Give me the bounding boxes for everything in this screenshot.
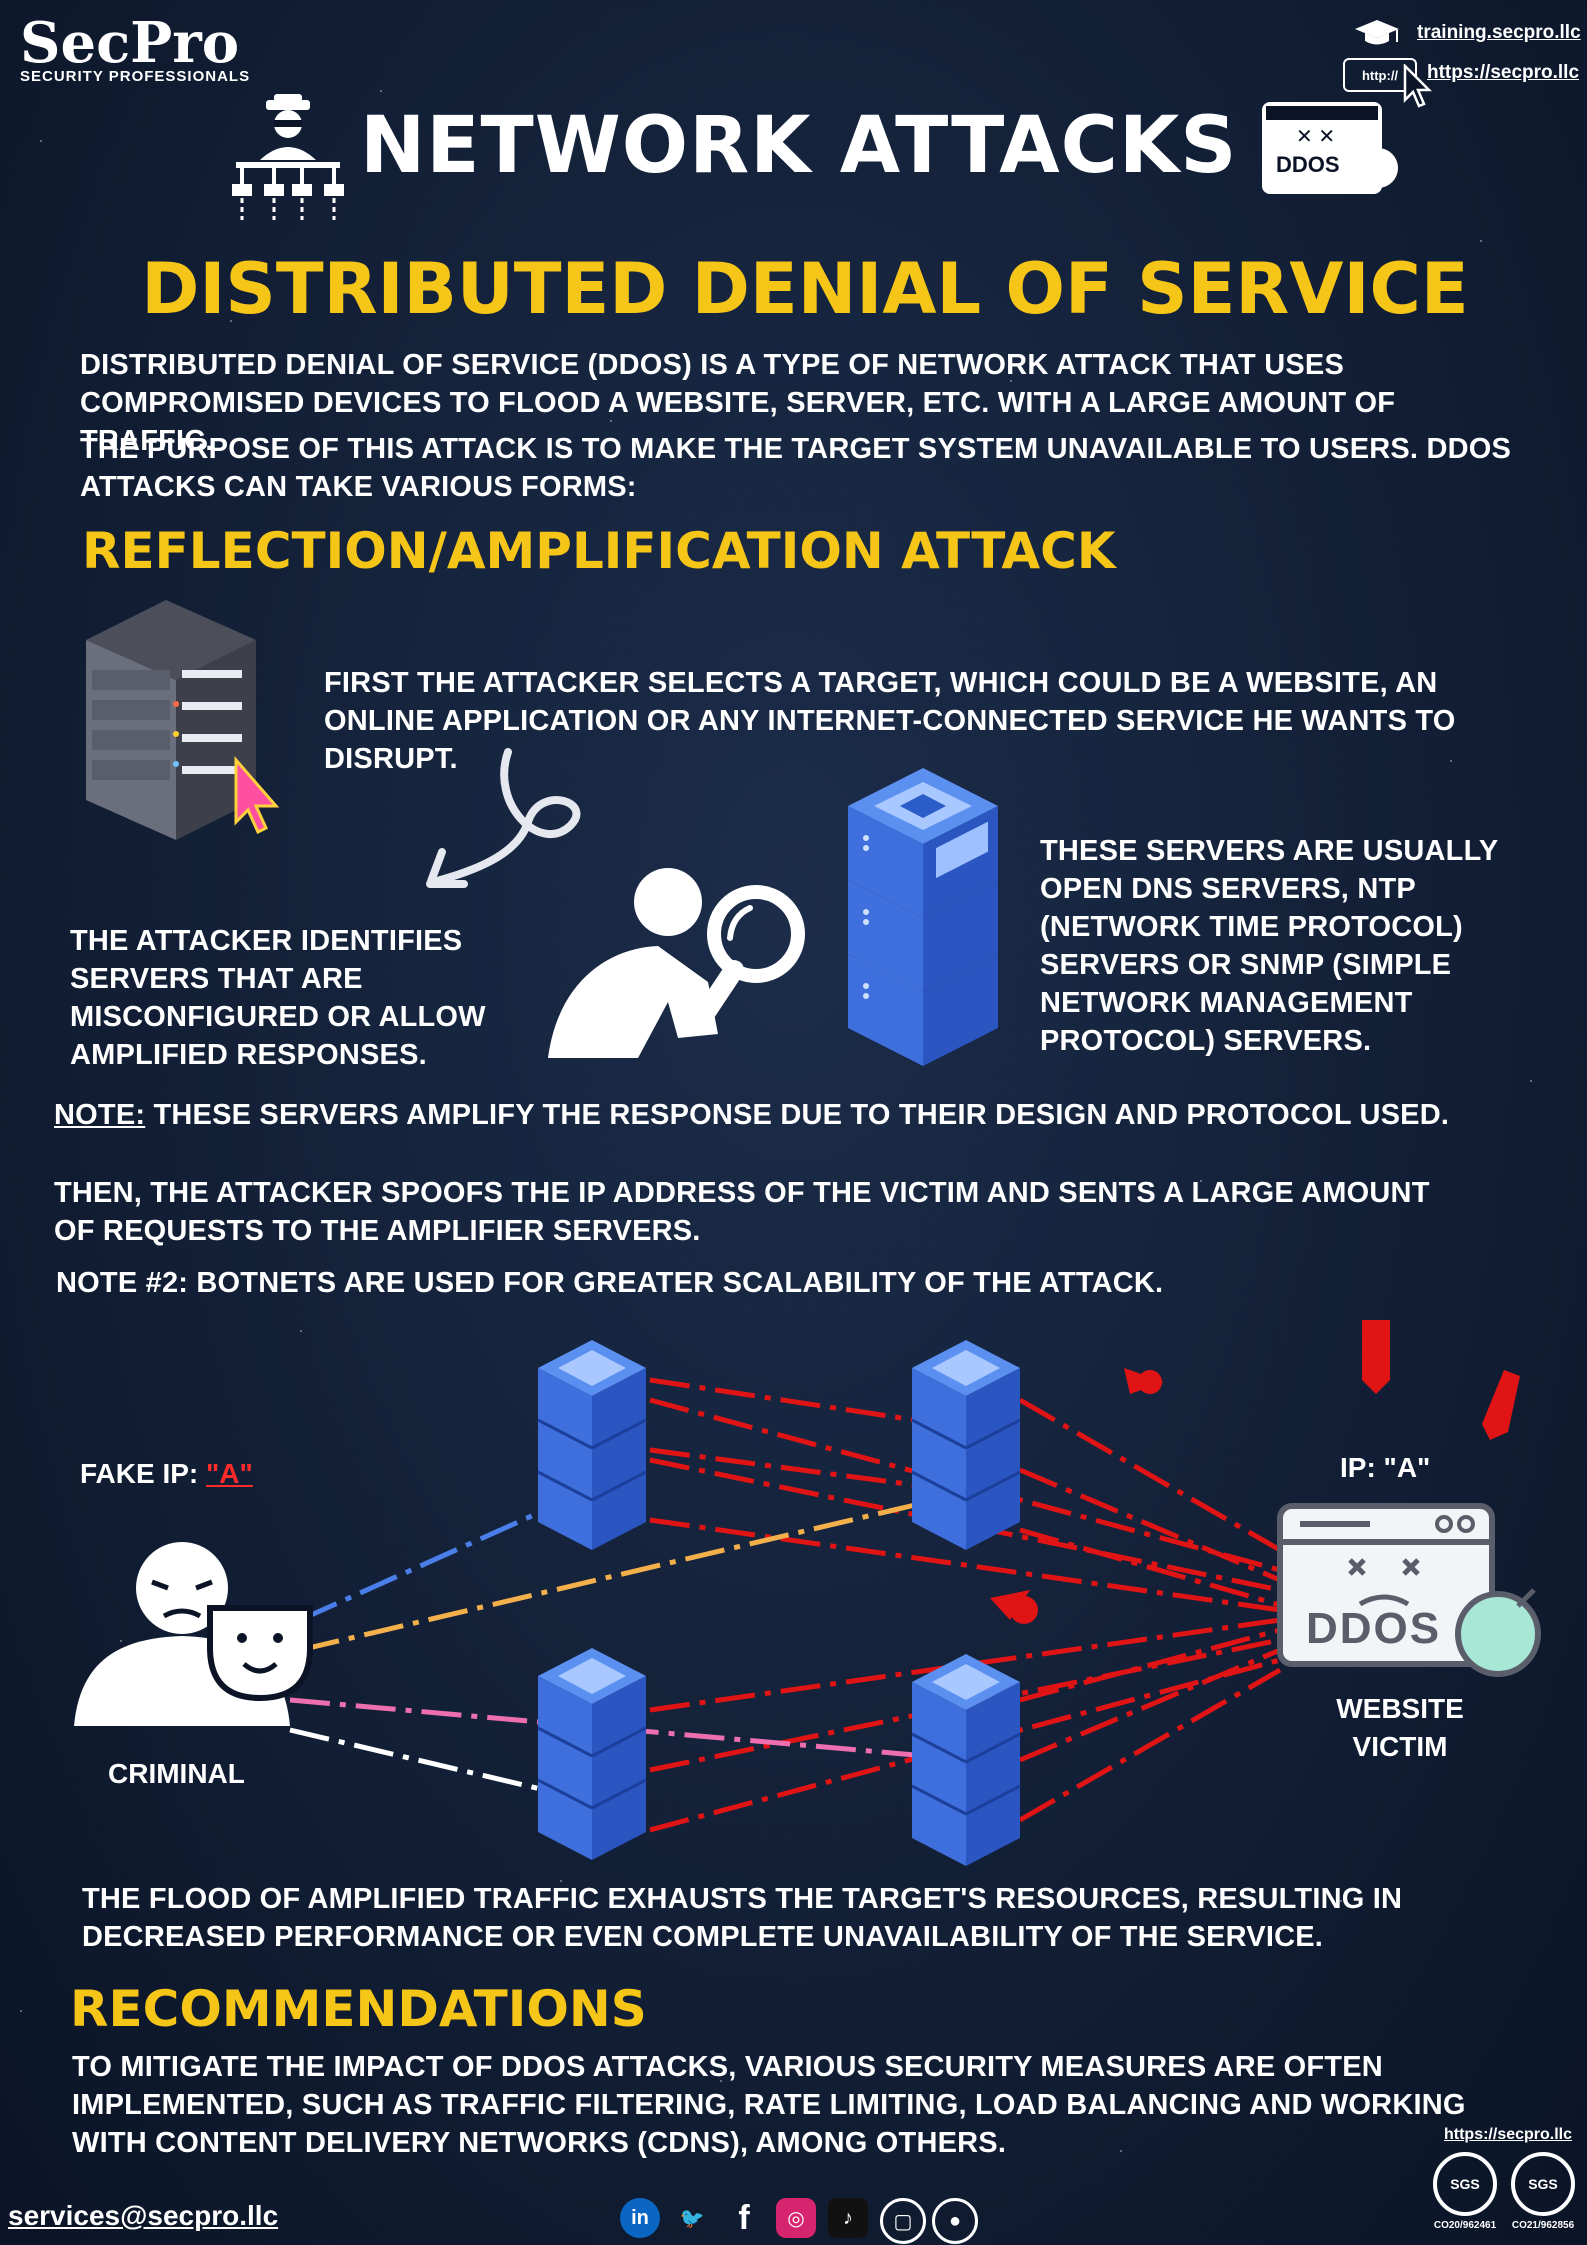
twitter-icon[interactable]: 🐦 (679, 2207, 705, 2230)
flood-description: THE FLOOD OF AMPLIFIED TRAFFIC EXHAUSTS … (82, 1883, 1403, 1953)
browser-url-box: http:// (1343, 58, 1417, 92)
site-link[interactable]: https://secpro.llc (1427, 62, 1580, 83)
ddos-header-text: DDOS (1276, 152, 1340, 177)
attack-diagram (74, 1320, 1541, 1866)
fake-ip-text: FAKE IP: (80, 1458, 207, 1489)
cert-badge-1: SGS CO20/962461 (1430, 2152, 1500, 2231)
email-link[interactable]: services@secpro.llc (8, 2200, 279, 2231)
cert-badge-2: SGS CO21/962856 (1508, 2152, 1578, 2231)
request-line-white (289, 1727, 546, 1793)
recommendations-text: TO MITIGATE THE IMPACT OF DDOS ATTACKS, … (72, 2051, 1466, 2159)
graduation-cap-icon (1355, 20, 1399, 45)
victim-ip-label: IP: "A" (1340, 1452, 1431, 1483)
amplifier-server-4 (911, 1654, 1021, 1866)
note-amplify: NOTE: THESE SERVERS AMPLIFY THE RESPONSE… (54, 1096, 1534, 1134)
criminal-icon (74, 1542, 313, 1726)
cert-mark-2: SGS (1528, 2176, 1558, 2192)
note-text: THESE SERVERS AMPLIFY THE RESPONSE DUE T… (145, 1099, 1450, 1131)
cert-seal-icon: SGS (1511, 2152, 1575, 2216)
section-title-recommendations: RECOMMENDATIONS (70, 1980, 647, 2038)
victim-label: WEBSITE VICTIM (1300, 1690, 1500, 1766)
request-line-blue (298, 1507, 547, 1623)
brand-name: SecPro (20, 10, 240, 76)
training-link[interactable]: training.secpro.llc (1417, 22, 1581, 43)
curly-arrow-icon (426, 748, 581, 888)
training-link-row: training.secpro.llc (1353, 16, 1581, 50)
rocket-icon (990, 1320, 1520, 1624)
victim-website-icon (1277, 1503, 1541, 1677)
amplifier-server-3 (537, 1648, 647, 1860)
fake-ip-value: "A" (206, 1458, 253, 1489)
victim-label-line-2: VICTIM (1352, 1731, 1448, 1762)
amplifier-server-2 (911, 1340, 1021, 1550)
fake-ip-label: FAKE IP: "A" (80, 1458, 253, 1490)
browser-prefix: http:// (1361, 67, 1399, 83)
twitch-icon[interactable]: ▢ (880, 2198, 926, 2244)
github-icon[interactable]: ● (932, 2198, 978, 2244)
amplifier-server-1 (537, 1340, 647, 1550)
searching-person-icon (548, 868, 805, 1058)
site-link-row: http:// https://secpro.llc (1343, 58, 1579, 110)
target-server-icon (86, 600, 280, 840)
spoofed-request-lines (289, 1502, 916, 1793)
amplifier-server-icon (848, 768, 998, 1066)
victim-label-line-1: WEBSITE (1336, 1693, 1464, 1724)
hacker-network-icon (232, 94, 344, 220)
brand-logo: SecPro SECURITY PROFESSIONALS (20, 14, 260, 85)
ddos-intro-2: THE PURPOSE OF THIS ATTACK IS TO MAKE TH… (80, 433, 1512, 503)
facebook-icon[interactable]: f (738, 2198, 750, 2237)
bomb-icon (1358, 148, 1398, 188)
cert-code-2: CO21/962856 (1511, 2220, 1575, 2231)
page-title: NETWORK ATTACKS (360, 101, 1238, 191)
section-title-ddos: DISTRIBUTED DENIAL OF SERVICE (141, 248, 1469, 330)
linkedin-icon[interactable]: in (620, 2198, 660, 2238)
note-botnets: NOTE #2: BOTNETS ARE USED FOR GREATER SC… (56, 1267, 1164, 1299)
cert-mark-1: SGS (1450, 2176, 1480, 2192)
section-title-reflection: REFLECTION/AMPLIFICATION ATTACK (82, 522, 1116, 580)
cert-code-1: CO20/962461 (1433, 2220, 1497, 2231)
ddos-intro-1: DISTRIBUTED DENIAL OF SERVICE (DDOS) IS … (80, 349, 1396, 457)
step-spoof-ip: THEN, THE ATTACKER SPOOFS THE IP ADDRESS… (54, 1177, 1430, 1247)
servers-description: THESE SERVERS ARE USUALLY OPEN DNS SERVE… (1040, 835, 1498, 1057)
step-select-target: FIRST THE ATTACKER SELECTS A TARGET, WHI… (324, 667, 1456, 775)
brand-tagline: SECURITY PROFESSIONALS (20, 68, 251, 85)
footer-site-link[interactable]: https://secpro.llc (1444, 2126, 1573, 2143)
instagram-icon[interactable]: ◎ (776, 2198, 816, 2238)
victim-ddos-text: DDOS (1306, 1604, 1442, 1653)
cert-seal-icon: SGS (1433, 2152, 1497, 2216)
request-line-pink (289, 1697, 916, 1758)
tiktok-icon[interactable]: ♪ (828, 2198, 868, 2238)
step-identify-servers: THE ATTACKER IDENTIFIES SERVERS THAT ARE… (70, 925, 486, 1071)
cursor-icon (1403, 64, 1433, 108)
request-line-orange (299, 1502, 916, 1653)
amplified-traffic-lines (649, 1377, 1282, 1833)
note-label: NOTE: (54, 1099, 146, 1131)
criminal-label: CRIMINAL (108, 1758, 245, 1789)
ddos-header-icon: DDOS ✕ ✕ (1262, 102, 1412, 194)
